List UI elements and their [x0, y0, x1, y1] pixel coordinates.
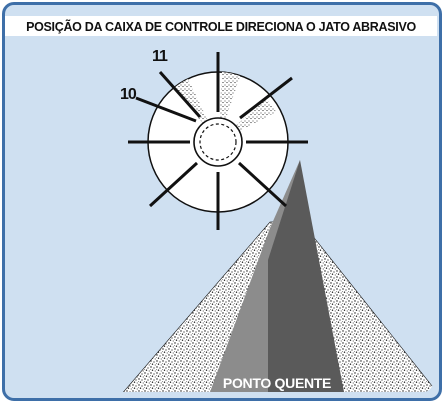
jet-beam-dark	[268, 160, 344, 392]
hotspot-label: PONTO QUENTE	[222, 375, 332, 391]
control-dial	[128, 52, 308, 230]
base-line	[110, 392, 440, 396]
position-label-11: 11	[152, 48, 168, 65]
title-strip	[5, 16, 437, 36]
diagram-title: POSIÇÃO DA CAIXA DE CONTROLE DIRECIONA O…	[26, 20, 416, 34]
position-label-10: 10	[120, 86, 137, 103]
